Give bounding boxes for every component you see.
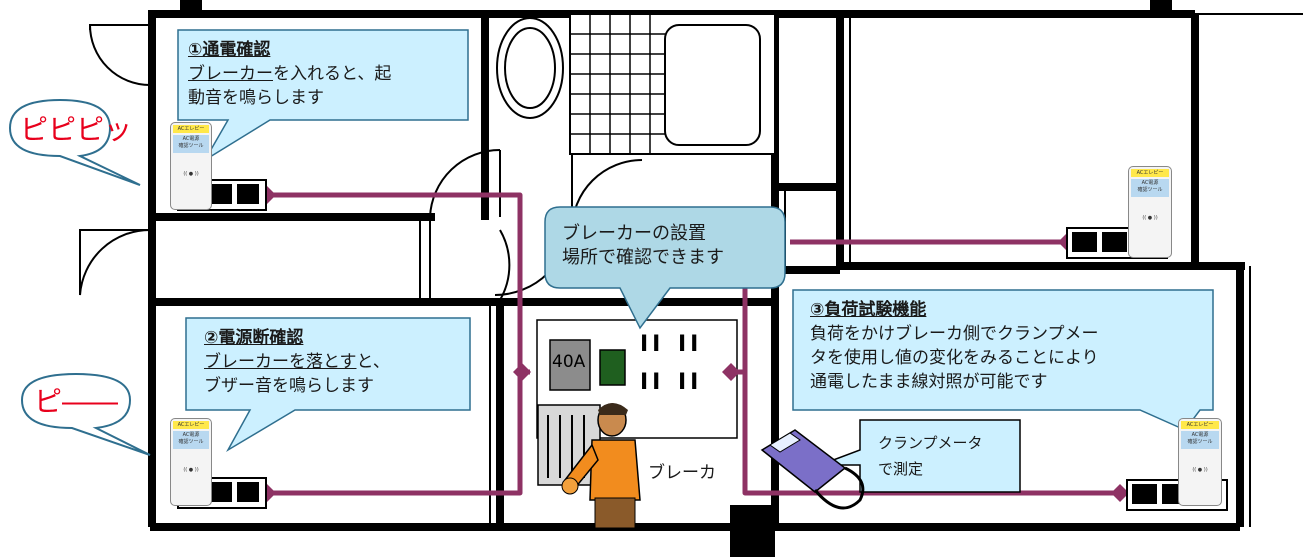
callout-power-off-line1: と、: [356, 352, 390, 372]
callout-power-off-title: ②電源断確認: [204, 328, 304, 348]
tester-device-top: ACエレピー: [173, 125, 209, 133]
callout-clamp-line2: で測定: [878, 460, 924, 478]
speech-beep-multi: ピピピッ: [20, 113, 133, 146]
tester-device: ACエレピー AC電源確認ツール (( ● )): [170, 122, 212, 210]
callout-2-shape: [185, 317, 471, 453]
speech-lower-shape: [20, 372, 151, 456]
speech-beep-long: ピ――: [34, 385, 119, 418]
tester-device-subtitle: 確認ツール: [1137, 187, 1163, 193]
tester-device-mark: (( ● )): [183, 467, 199, 473]
callout-load-test-line1: 負荷をかけブレーカ側でクランプメー: [810, 324, 1099, 344]
wall-block: [1150, 0, 1172, 14]
tester-device-top: ACエレピー: [173, 421, 209, 429]
callout-power-off: ②電源断確認 ブレーカーを落とすと、 ブザー音を鳴らします: [204, 326, 390, 398]
tester-device-title: AC電源: [182, 136, 200, 142]
callout-power-off-underlined: ブレーカーを落とす: [204, 352, 357, 372]
callout-power-on: ①通電確認 ブレーカーを入れると、起 動音を鳴らします: [188, 38, 391, 110]
callout-power-on-line2: 動音を鳴らします: [188, 88, 324, 108]
wires: [265, 192, 1125, 496]
callout-breaker-location-line2: 場所で確認できます: [562, 247, 724, 268]
callout-power-off-line2: ブザー音を鳴らします: [204, 376, 374, 396]
tester-device: ACエレピー AC電源確認ツール (( ● )): [1178, 418, 1222, 506]
panel-switch-glyph: II: [640, 370, 665, 395]
callout-center-shape: [544, 206, 786, 330]
speech-upper-shape: [8, 98, 141, 186]
callout-load-test-line2: タを使用し値の変化をみることにより: [810, 348, 1099, 368]
breaker-label: ブレーカ: [648, 463, 716, 483]
breaker-rating-label: 40A: [552, 352, 586, 372]
tester-device-title: AC電源: [182, 432, 200, 438]
panel-switch-glyph: II: [678, 332, 703, 357]
worker-figure: [537, 403, 641, 529]
tester-device-mark: (( ● )): [183, 171, 199, 177]
tester-device-title: AC電源: [1141, 180, 1159, 186]
callout-clamp: クランプメータ で測定: [878, 430, 983, 482]
wall-block: [730, 505, 775, 557]
main-breaker: [549, 339, 591, 391]
panel-switch-glyph: II: [678, 370, 703, 395]
callout-breaker-location: ブレーカーの設置 場所で確認できます: [562, 222, 724, 270]
callout-power-on-line1: を入れると、起: [273, 64, 392, 84]
tester-device-top: ACエレピー: [1181, 421, 1219, 429]
callout-load-test-title: ③負荷試験機能: [810, 300, 927, 320]
tester-device-top: ACエレピー: [1131, 169, 1169, 177]
green-switch: [599, 349, 626, 386]
callout-breaker-location-line1: ブレーカーの設置: [562, 223, 706, 244]
wall-block: [180, 0, 202, 10]
callout-power-on-title: ①通電確認: [188, 40, 271, 60]
tester-device: ACエレピー AC電源確認ツール (( ● )): [1128, 166, 1172, 258]
tester-device-subtitle: 確認ツール: [178, 439, 204, 445]
tester-device-mark: (( ● )): [1142, 215, 1158, 221]
tester-device-mark: (( ● )): [1192, 467, 1208, 473]
tester-device: ACエレピー AC電源確認ツール (( ● )): [170, 418, 212, 506]
callout-1-shape: [177, 29, 469, 161]
tester-device-subtitle: 確認ツール: [1187, 439, 1213, 445]
callout-power-on-underlined: ブレーカー: [188, 64, 273, 84]
callout-load-test-line3: 通電したまま線対照が可能です: [810, 372, 1048, 392]
callout-load-test: ③負荷試験機能 負荷をかけブレーカ側でクランプメー タを使用し値の変化をみること…: [810, 298, 1099, 394]
tile-grid: [570, 14, 665, 154]
clamp-meter: [760, 429, 865, 510]
tester-device-subtitle: 確認ツール: [178, 143, 204, 149]
callout-clamp-line1: クランプメータ: [878, 434, 983, 452]
bath-fixtures: [496, 13, 776, 155]
tester-device-title: AC電源: [1191, 432, 1209, 438]
panel-switch-glyph: II: [640, 332, 665, 357]
